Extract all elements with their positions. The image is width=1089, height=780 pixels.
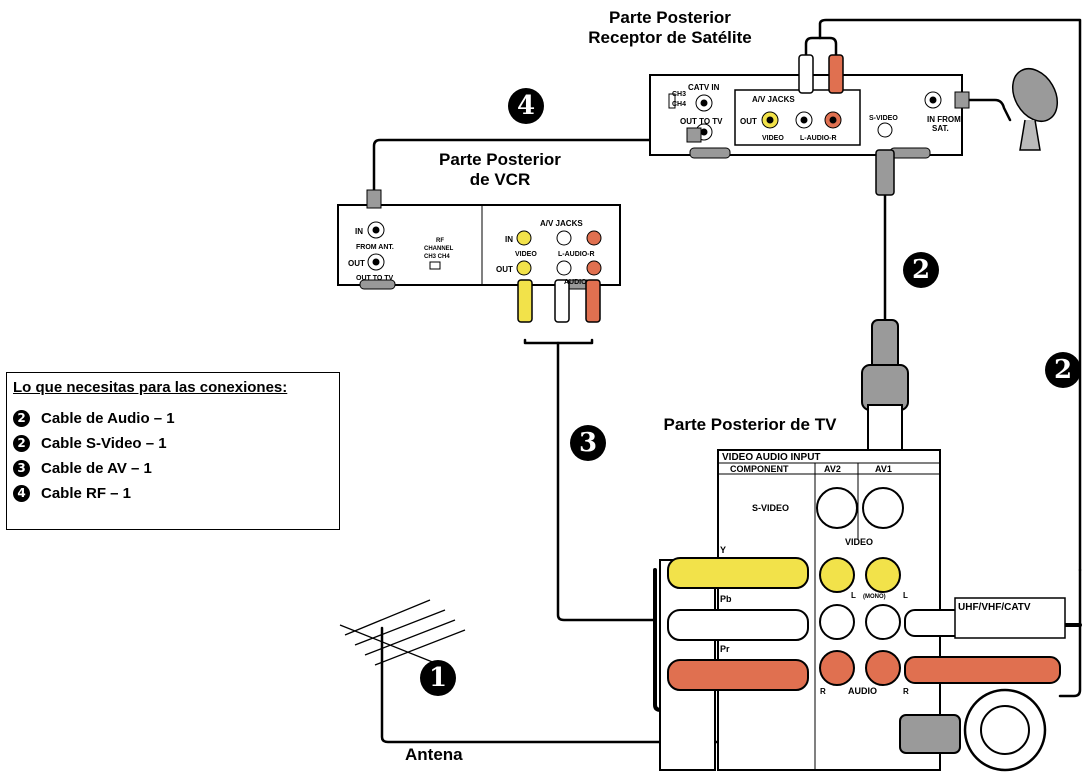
satellite-dish <box>1004 61 1067 150</box>
tv-label-pb: Pb <box>720 594 732 604</box>
tv-label-video-audio-input: VIDEO AUDIO INPUT <box>722 452 821 463</box>
step-3-marker: 3 <box>570 425 606 461</box>
tv-label-r-av2: R <box>820 687 826 696</box>
requirements-title: Lo que necesitas para las conexiones: <box>13 379 287 396</box>
satellite-heading-line1: Parte Posterior <box>560 8 780 28</box>
tv-label-av2: AV2 <box>824 464 841 474</box>
tv-label-r-av1: R <box>903 687 909 696</box>
tv-label-s-video: S-VIDEO <box>752 503 789 513</box>
tv-label-audio: AUDIO <box>848 686 877 696</box>
sat-label-sat: SAT. <box>932 124 949 133</box>
vcr-label-rf: RF <box>436 238 444 244</box>
vcr-label-jack-in: IN <box>505 235 513 244</box>
requirement-item: 2 Cable S-Video – 1 <box>13 431 175 456</box>
vcr-label-ch3-ch4: CH3 CH4 <box>424 254 450 260</box>
sat-label-catv-in: CATV IN <box>688 83 720 92</box>
sat-label-out: OUT <box>740 117 757 126</box>
requirement-number: 4 <box>13 485 30 502</box>
requirement-label: Cable de Audio – 1 <box>41 410 175 427</box>
vcr-label-video: VIDEO <box>515 251 537 258</box>
step-1-marker: 1 <box>420 660 456 696</box>
requirement-label: Cable de AV – 1 <box>41 460 152 477</box>
tv-label-av1: AV1 <box>875 464 892 474</box>
step-2-svideo-marker: 2 <box>903 252 939 288</box>
tv-label-pr: Pr <box>720 644 730 654</box>
sat-label-ch3: CH3 <box>672 91 686 98</box>
vcr-heading-line1: Parte Posterior <box>395 150 605 170</box>
requirement-number: 2 <box>13 435 30 452</box>
tv-label-video: VIDEO <box>845 537 873 547</box>
vcr-label-in: IN <box>355 227 363 236</box>
vcr-label-jack-out: OUT <box>496 265 513 274</box>
vcr-heading: Parte Posterior de VCR <box>395 150 605 190</box>
requirement-number: 2 <box>13 410 30 427</box>
av-cable-run <box>558 343 655 620</box>
tv-label-y: Y <box>720 545 726 555</box>
sat-label-out-to-tv: OUT TO TV <box>680 117 723 126</box>
sat-label-s-video: S-VIDEO <box>869 115 898 122</box>
vcr-label-out: OUT <box>348 259 365 268</box>
satellite-receiver: CH3 CH4 CATV IN OUT TO TV A/V JACKS OUT … <box>650 55 969 195</box>
requirement-label: Cable RF – 1 <box>41 485 131 502</box>
sat-label-l-audio-r: L-AUDIO-R <box>800 135 837 142</box>
tv-label-mono: (MONO) <box>863 594 886 600</box>
requirement-item: 3 Cable de AV – 1 <box>13 456 175 481</box>
svideo-plug <box>862 320 908 453</box>
sat-label-video: VIDEO <box>762 135 784 142</box>
sat-label-in-from: IN FROM <box>927 115 961 124</box>
step-4-marker: 4 <box>508 88 544 124</box>
vcr-label-av-jacks: A/V JACKS <box>540 219 583 228</box>
tv-panel: VIDEO AUDIO INPUT COMPONENT AV2 AV1 S-VI… <box>660 450 1065 770</box>
step-2-audio-marker: 2 <box>1045 352 1081 388</box>
antenna-heading: Antena <box>405 745 485 765</box>
tv-heading: Parte Posterior de TV <box>640 415 860 435</box>
vcr-label-from-ant: FROM ANT. <box>356 244 394 251</box>
tv-label-uhf-vhf-catv: UHF/VHF/CATV <box>958 602 1031 613</box>
vcr-label-channel: CHANNEL <box>424 246 454 252</box>
vcr-label-out-to-tv: OUT TO TV <box>356 275 394 282</box>
tv-label-l-av1: L <box>903 591 908 600</box>
vcr-label-audio: AUDIO <box>564 279 587 286</box>
sat-label-ch4: CH4 <box>672 101 686 108</box>
requirement-item: 4 Cable RF – 1 <box>13 481 175 506</box>
vcr: IN FROM ANT. OUT OUT TO TV RF CHANNEL CH… <box>338 190 620 322</box>
tv-label-component: COMPONENT <box>730 464 789 474</box>
requirement-label: Cable S-Video – 1 <box>41 435 167 452</box>
satellite-heading-line2: Receptor de Satélite <box>560 28 780 48</box>
vcr-label-l-audio-r: L-AUDIO-R <box>558 251 595 258</box>
sat-label-av-jacks: A/V JACKS <box>752 95 795 104</box>
tv-label-l-av2: L <box>851 591 856 600</box>
vcr-heading-line2: de VCR <box>395 170 605 190</box>
satellite-heading: Parte Posterior Receptor de Satélite <box>560 8 780 48</box>
requirement-number: 3 <box>13 460 30 477</box>
requirement-item: 2 Cable de Audio – 1 <box>13 406 175 431</box>
